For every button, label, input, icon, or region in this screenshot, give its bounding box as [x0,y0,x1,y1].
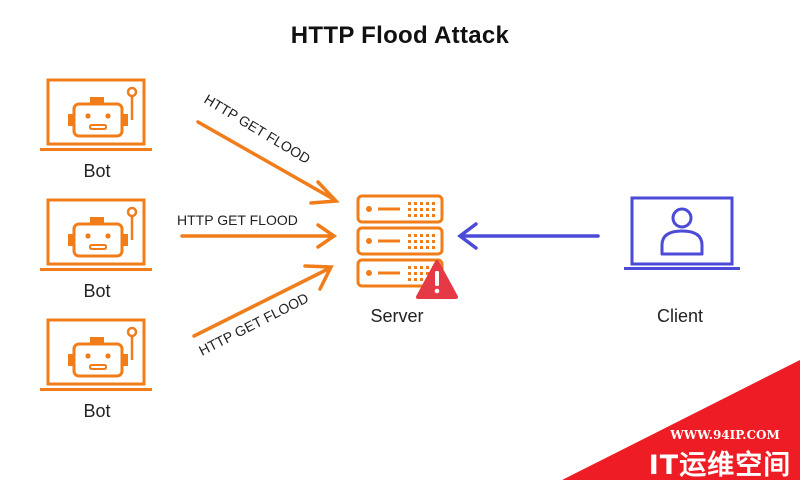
client-label: Client [656,306,704,326]
warning-triangle-icon [416,260,458,299]
server-label: Server [370,306,424,326]
flood-arrow [196,120,340,205]
diagram-title: HTTP Flood Attack [290,22,510,49]
bot-label: Bot [83,281,111,301]
flood-arrow [180,223,338,249]
bot-icon [38,78,154,153]
client-icon [624,196,740,270]
request-arrow [457,222,600,250]
watermark-url: WWW.94IP.COM [670,428,780,442]
bot-label: Bot [83,161,111,181]
flood-label: HTTP GET FLOOD [196,290,311,359]
flood-arrow [192,264,334,338]
flood-label: HTTP GET FLOOD [177,212,298,228]
bot-icon [38,318,154,393]
watermark-banner [562,360,800,480]
bot-label: Bot [83,401,111,421]
bot-icon [38,198,154,273]
watermark-brand: IT运维空间 [648,450,792,481]
